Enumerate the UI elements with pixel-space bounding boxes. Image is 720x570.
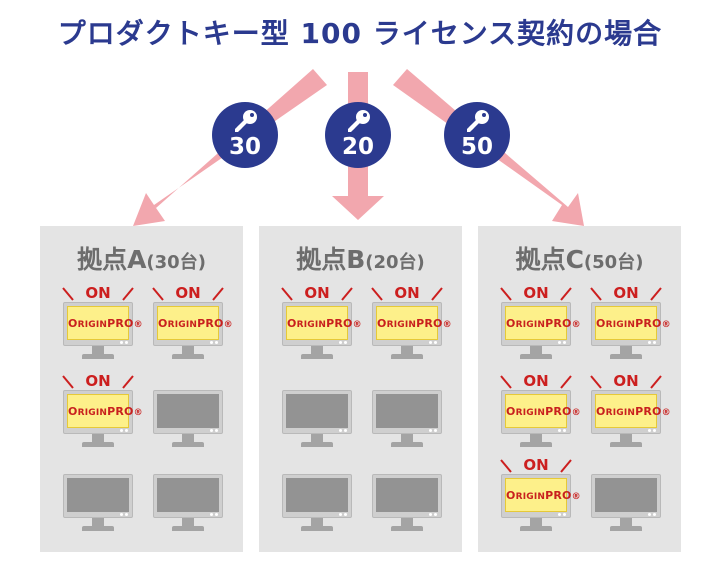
on-label: ON [147, 284, 229, 302]
monitor-on: ORIGINPRO® [591, 390, 671, 452]
monitor-on: ORIGINPRO® [501, 390, 581, 452]
originpro-logo: ORIGINPRO® [68, 405, 143, 418]
monitor-off [153, 474, 223, 536]
site-a-panel: 拠点A(30台) ON ON ON ORIGINPRO® ORIGINPRO® … [40, 226, 243, 552]
key-count: 20 [341, 134, 374, 160]
key-count: 50 [460, 134, 493, 160]
monitor-on: ORIGINPRO® [501, 474, 581, 536]
site-title: 拠点A(30台) [77, 245, 206, 274]
on-label: ON [276, 284, 358, 302]
on-label: ON [585, 372, 667, 390]
originpro-logo: ORIGINPRO® [377, 317, 452, 330]
key-badge-site-a: 30 [212, 102, 278, 168]
monitor-on: ORIGINPRO® [63, 302, 143, 364]
monitor-on: ORIGINPRO® [282, 302, 362, 364]
monitor-off [372, 474, 442, 536]
on-label: ON [495, 372, 577, 390]
on-label: ON [495, 456, 577, 474]
monitor-off [591, 474, 661, 536]
originpro-logo: ORIGINPRO® [506, 405, 581, 418]
monitor-on: ORIGINPRO® [501, 302, 581, 364]
site-title: 拠点B(20台) [296, 245, 425, 274]
key-count: 30 [228, 134, 261, 160]
originpro-logo: ORIGINPRO® [287, 317, 362, 330]
monitor-off [282, 474, 352, 536]
key-badge-site-c: 50 [444, 102, 510, 168]
on-label: ON [57, 372, 139, 390]
on-label: ON [585, 284, 667, 302]
diagram-title: プロダクトキー型 100 ライセンス契約の場合 [57, 17, 663, 50]
monitor-on: ORIGINPRO® [591, 302, 671, 364]
key-icon [467, 110, 489, 132]
monitor-off [372, 390, 442, 452]
on-label: ON [366, 284, 448, 302]
monitor-on: ORIGINPRO® [372, 302, 452, 364]
monitor-off [282, 390, 352, 452]
originpro-logo: ORIGINPRO® [158, 317, 233, 330]
monitor-off [153, 390, 223, 452]
originpro-logo: ORIGINPRO® [596, 405, 671, 418]
on-label: ON [495, 284, 577, 302]
monitor-off [63, 474, 133, 536]
originpro-logo: ORIGINPRO® [68, 317, 143, 330]
monitor-on: ORIGINPRO® [153, 302, 233, 364]
on-label: ON [57, 284, 139, 302]
monitor-on: ORIGINPRO® [63, 390, 143, 452]
originpro-logo: ORIGINPRO® [596, 317, 671, 330]
originpro-logo: ORIGINPRO® [506, 317, 581, 330]
site-title: 拠点C(50台) [515, 245, 644, 274]
key-badge-site-b: 20 [325, 102, 391, 168]
key-icon [235, 110, 257, 132]
site-b-panel: 拠点B(20台) ON ON ORIGINPRO® ORIGINPRO® [259, 226, 462, 552]
site-c-panel: 拠点C(50台) ON ON ON ON ON ORIGINPRO® ORIGI… [478, 226, 681, 552]
key-icon [348, 110, 370, 132]
originpro-logo: ORIGINPRO® [506, 489, 581, 502]
